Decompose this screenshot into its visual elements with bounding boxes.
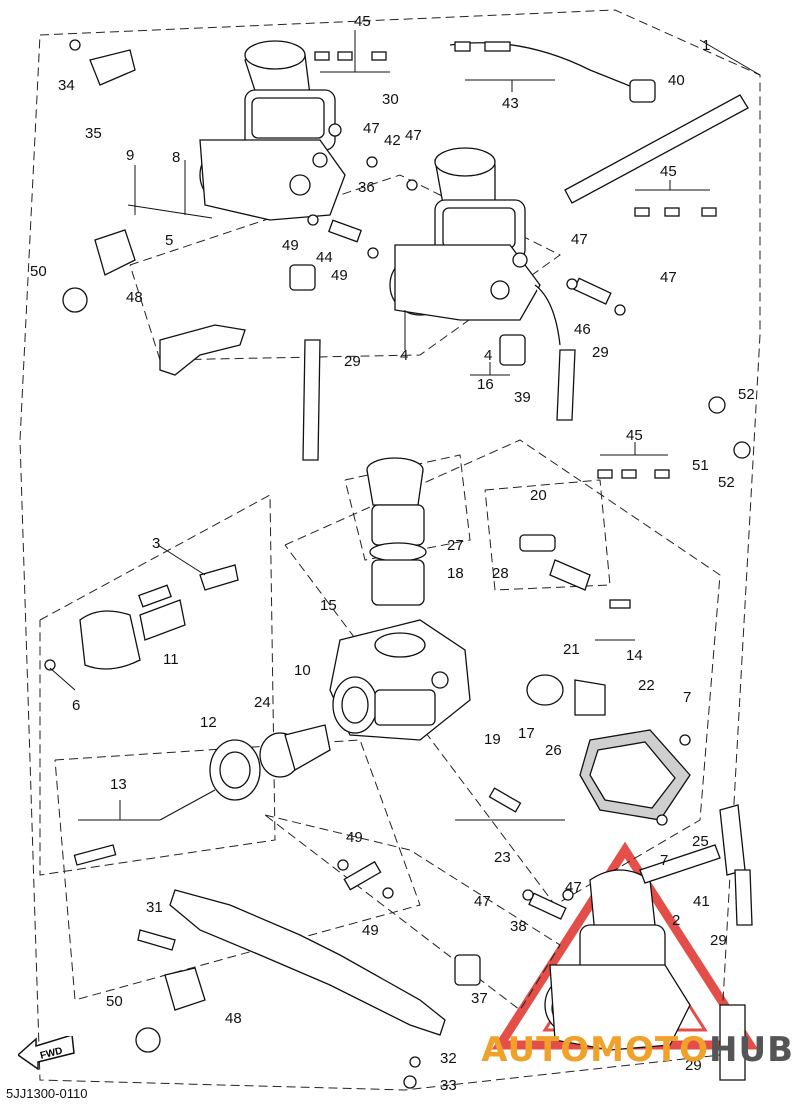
callout-37: 37	[471, 990, 488, 1007]
jets-and-needles	[73, 534, 631, 866]
callout-24: 24	[254, 694, 271, 711]
cables-and-joints	[62, 79, 751, 1053]
hoses	[302, 42, 753, 1081]
callout-49: 49	[282, 237, 299, 254]
callout-17: 17	[518, 725, 535, 742]
callout-44: 44	[316, 249, 333, 266]
callout-21: 21	[563, 641, 580, 658]
callout-39: 39	[514, 389, 531, 406]
callout-47e: 47	[474, 893, 491, 910]
callout-29: 29	[344, 353, 361, 370]
callout-34: 34	[58, 77, 75, 94]
callout-45: 45	[354, 13, 371, 30]
carburetor-top-left	[199, 40, 346, 221]
callout-51: 51	[692, 457, 709, 474]
callout-7b: 7	[660, 852, 668, 869]
callout-30: 30	[382, 91, 399, 108]
stay-bracket	[89, 49, 246, 376]
callout-28: 28	[492, 565, 509, 582]
float	[526, 674, 606, 716]
callout-31: 31	[146, 899, 163, 916]
callout-32: 32	[440, 1050, 457, 1067]
callout-18: 18	[447, 565, 464, 582]
callout-25: 25	[692, 833, 709, 850]
callout-4: 4	[400, 347, 408, 364]
forward-arrow-icon: FWD	[18, 1036, 75, 1070]
callout-48b: 48	[225, 1010, 242, 1027]
callout-14: 14	[626, 647, 643, 664]
callout-23: 23	[494, 849, 511, 866]
callout-29c: 29	[710, 932, 727, 949]
callout-29d: 29	[685, 1057, 702, 1074]
carburetor-bottom	[544, 869, 691, 1051]
callout-50b: 50	[106, 993, 123, 1010]
small-hardware	[44, 39, 717, 1089]
callout-49b: 49	[331, 267, 348, 284]
carburetor-center	[329, 457, 471, 741]
watermark-logo: AUTOMOTOHUB	[481, 1030, 794, 1070]
callout-49d: 49	[362, 922, 379, 939]
float-bowl	[579, 729, 691, 821]
callout-4b: 4	[484, 347, 492, 364]
callout-20: 20	[530, 487, 547, 504]
diaphragm-cover-assembly	[79, 564, 239, 670]
callout-11: 11	[163, 651, 179, 668]
callout-22: 22	[638, 677, 655, 694]
callout-12: 12	[200, 714, 217, 731]
callout-47: 47	[363, 120, 380, 137]
callout-45b: 45	[660, 163, 677, 180]
part-callouts: 1 2 3 4 4 5 6 7 7 8 9 10 11 12 13 14 15 …	[30, 13, 755, 1094]
diagram-code: 5JJ1300-0110	[6, 1086, 88, 1101]
callout-47c: 47	[571, 231, 588, 248]
callout-27: 27	[447, 537, 464, 554]
callout-49c: 49	[346, 829, 363, 846]
callout-26: 26	[545, 742, 562, 759]
watermark-part1: AUTOMOTO	[481, 1030, 710, 1070]
callout-2: 2	[672, 912, 680, 929]
carburetor-top-right	[389, 147, 541, 321]
callout-19: 19	[484, 731, 501, 748]
callout-8: 8	[172, 149, 180, 166]
callout-10: 10	[294, 662, 311, 679]
callout-41: 41	[693, 893, 710, 910]
callout-33: 33	[440, 1077, 457, 1094]
callout-47d: 47	[660, 269, 677, 286]
callout-43: 43	[502, 95, 519, 112]
callout-50: 50	[30, 263, 47, 280]
watermark-part2: HUB	[709, 1030, 794, 1070]
callout-45c: 45	[626, 427, 643, 444]
callout-40: 40	[668, 72, 685, 89]
fwd-label: FWD	[39, 1046, 64, 1062]
leader-lines	[49, 30, 761, 821]
callout-36: 36	[358, 179, 375, 196]
callout-38: 38	[510, 918, 527, 935]
callout-5: 5	[165, 232, 173, 249]
callout-52b: 52	[718, 474, 735, 491]
callout-52: 52	[738, 386, 755, 403]
callout-7: 7	[683, 689, 691, 706]
callout-6: 6	[72, 697, 80, 714]
throttle-linkage-bracket	[137, 889, 446, 1036]
callout-46: 46	[574, 321, 591, 338]
callout-13: 13	[110, 776, 127, 793]
callout-16: 16	[477, 376, 494, 393]
callout-29b: 29	[592, 344, 609, 361]
diaphragm-piston	[209, 724, 331, 801]
callout-47b: 47	[405, 127, 422, 144]
callout-9: 9	[126, 147, 134, 164]
callout-47f: 47	[565, 879, 582, 896]
callout-15: 15	[320, 597, 337, 614]
callout-3: 3	[152, 535, 160, 552]
callout-42: 42	[384, 132, 401, 149]
callout-48: 48	[126, 289, 143, 306]
callout-1: 1	[702, 37, 710, 54]
callout-35: 35	[85, 125, 102, 142]
